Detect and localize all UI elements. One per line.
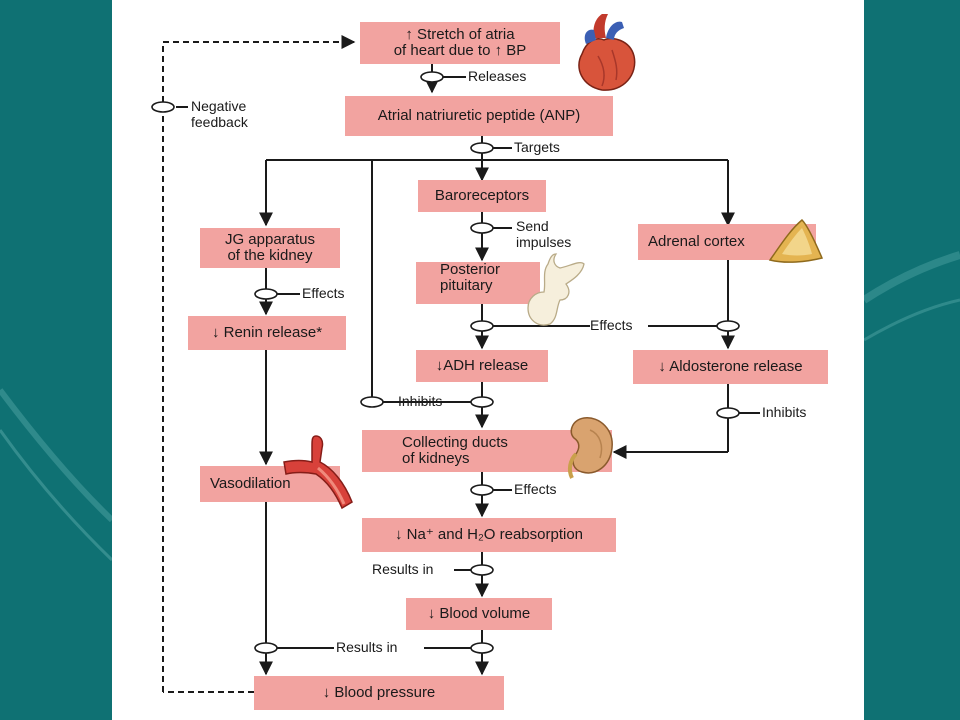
- renin-label: ↓ Renin release*: [211, 324, 323, 341]
- stretch-line-1: ↑ Stretch of atria: [405, 26, 515, 43]
- aldosterone-label: ↓ Aldosterone release: [658, 358, 803, 375]
- blood-pressure-label: ↓ Blood pressure: [322, 684, 436, 701]
- blood-volume-box: ↓ Blood volume: [406, 598, 552, 630]
- anp-label: Atrial natriuretic peptide (ANP): [377, 107, 581, 124]
- posterior-line-1: Posterior: [440, 261, 501, 278]
- blood-vessel-icon: [283, 435, 353, 510]
- aldosterone-release-box: ↓ Aldosterone release: [633, 350, 828, 384]
- inhibits-left-label: Inhibits: [398, 393, 443, 409]
- stretch-of-atria-box: ↑ Stretch of atria of heart due to ↑ BP: [360, 22, 560, 64]
- vasodilation-label: Vasodilation: [210, 475, 291, 492]
- effects-collecting-label: Effects: [514, 481, 557, 497]
- adh-release-box: ↓ADH release: [416, 350, 548, 382]
- baroreceptors-label: Baroreceptors: [434, 187, 530, 204]
- heart-icon: [578, 14, 636, 91]
- renin-release-box: ↓ Renin release*: [188, 316, 346, 350]
- jg-line-1: JG apparatus: [224, 231, 316, 248]
- targets-label: Targets: [514, 139, 560, 155]
- feedback-label: feedback: [191, 114, 248, 130]
- effects-center-label: Effects: [590, 317, 633, 333]
- collecting-line-1: Collecting ducts: [402, 434, 508, 451]
- kidney-icon: [567, 417, 613, 479]
- jg-line-2: of the kidney: [227, 247, 313, 264]
- blood-pressure-box: ↓ Blood pressure: [254, 676, 504, 710]
- posterior-line-2: pituitary: [440, 277, 493, 294]
- baroreceptors-box: Baroreceptors: [418, 180, 546, 212]
- adrenal-gland-icon: [768, 218, 824, 263]
- results-in-pressure-label: Results in: [336, 639, 398, 655]
- posterior-pituitary-box: Posterior pituitary: [416, 262, 540, 304]
- negative-label: Negative: [191, 98, 247, 114]
- blood-volume-label: ↓ Blood volume: [427, 605, 531, 622]
- send-label: Send: [516, 218, 549, 234]
- pituitary-gland-icon: [527, 253, 585, 326]
- adrenal-cortex-label: Adrenal cortex: [648, 233, 745, 250]
- results-in-volume-label: Results in: [372, 561, 434, 577]
- anp-box: Atrial natriuretic peptide (ANP): [345, 96, 613, 136]
- reabsorption-box: ↓ Na⁺ and H₂O reabsorption: [362, 518, 616, 552]
- collecting-line-2: of kidneys: [402, 450, 470, 467]
- jg-apparatus-box: JG apparatus of the kidney: [200, 228, 340, 268]
- adh-label: ↓ADH release: [435, 357, 529, 374]
- inhibits-right-label: Inhibits: [762, 404, 807, 420]
- stretch-line-2: of heart due to ↑ BP: [393, 42, 527, 59]
- effects-jg-label: Effects: [302, 285, 345, 301]
- reabsorption-label: ↓ Na⁺ and H₂O reabsorption: [395, 526, 583, 543]
- impulses-label: impulses: [516, 234, 572, 250]
- releases-label: Releases: [468, 68, 527, 84]
